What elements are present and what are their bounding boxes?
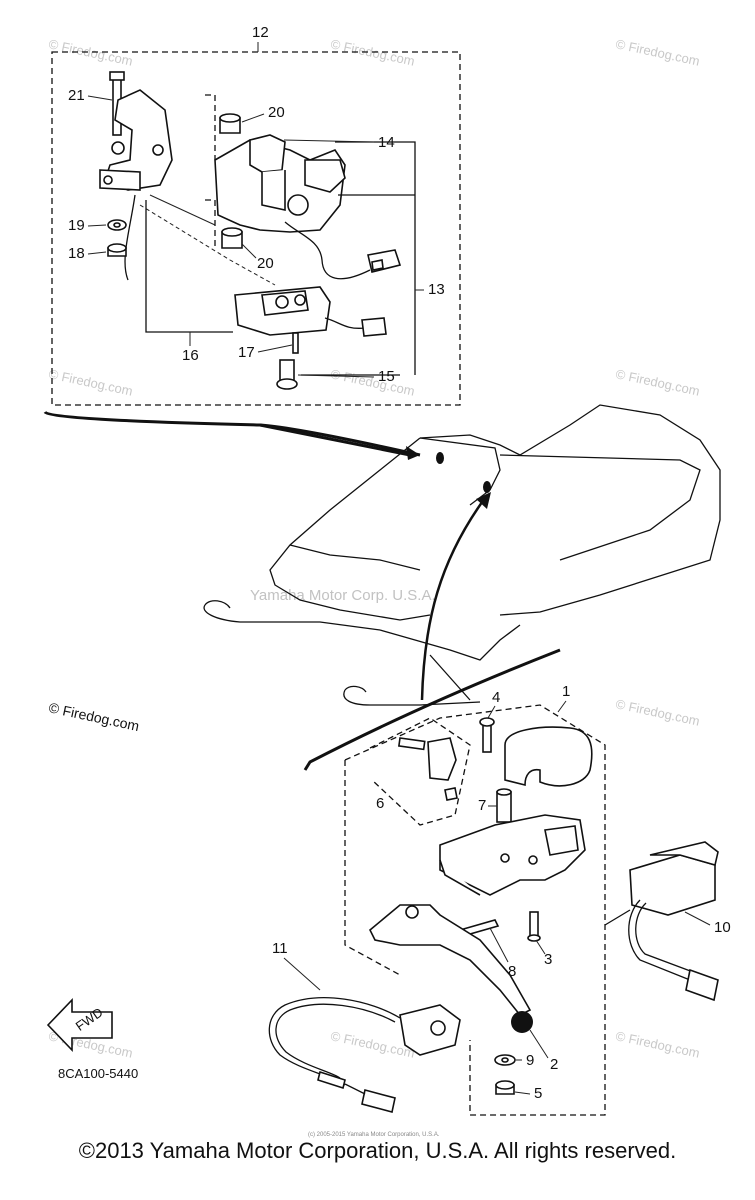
watermark: © Firedog.com xyxy=(614,366,701,398)
callout-3: 3 xyxy=(544,951,552,968)
callout-4: 4 xyxy=(492,689,500,706)
lower-group: FWD 8CA100-5440 xyxy=(46,704,719,1116)
watermark: © Firedog.com xyxy=(47,36,134,68)
top-inset xyxy=(43,51,461,460)
callout-20-bottom: 20 xyxy=(257,255,274,272)
callout-10: 10 xyxy=(714,919,731,936)
watermarks: © Firedog.com © Firedog.com © Firedog.co… xyxy=(47,36,701,1060)
callout-12: 12 xyxy=(252,24,269,41)
callout-14: 14 xyxy=(378,134,395,151)
fine-print: (c) 2005-2015 Yamaha Motor Corporation, … xyxy=(308,1132,440,1138)
watermark: © Firedog.com xyxy=(329,366,416,398)
callout-17: 17 xyxy=(238,344,255,361)
top-callouts: 12 21 20 14 19 18 20 13 16 17 15 xyxy=(68,24,445,385)
side-copyright: © Firedog.com xyxy=(47,699,140,734)
watermark: © Firedog.com xyxy=(47,366,134,398)
callout-9: 9 xyxy=(526,1052,534,1069)
callout-2: 2 xyxy=(550,1056,558,1073)
callout-6: 6 xyxy=(376,795,384,812)
callout-1: 1 xyxy=(562,683,570,700)
watermark: © Firedog.com xyxy=(614,1028,701,1060)
lower-callouts: 1 4 6 7 10 3 8 11 9 2 5 xyxy=(272,683,731,1102)
fwd-arrow-icon: FWD xyxy=(46,998,113,1052)
watermark: © Firedog.com xyxy=(614,36,701,68)
callout-21: 21 xyxy=(68,87,85,104)
watermark: © Firedog.com xyxy=(614,696,701,728)
callout-15: 15 xyxy=(378,368,395,385)
center-watermark: Yamaha Motor Corp. U.S.A. xyxy=(250,587,436,604)
snowmobile xyxy=(203,404,721,771)
callout-8: 8 xyxy=(508,963,516,980)
callout-11: 11 xyxy=(272,940,288,957)
drawing-code: 8CA100-5440 xyxy=(58,1066,138,1081)
callout-19: 19 xyxy=(68,217,85,234)
callout-5: 5 xyxy=(534,1085,542,1102)
callout-18: 18 xyxy=(68,245,85,262)
callout-7: 7 xyxy=(478,797,486,814)
callout-13: 13 xyxy=(428,281,445,298)
callout-20-top: 20 xyxy=(268,104,285,121)
footer-copyright: ©2013 Yamaha Motor Corporation, U.S.A. A… xyxy=(78,1138,677,1163)
callout-16: 16 xyxy=(182,347,199,364)
